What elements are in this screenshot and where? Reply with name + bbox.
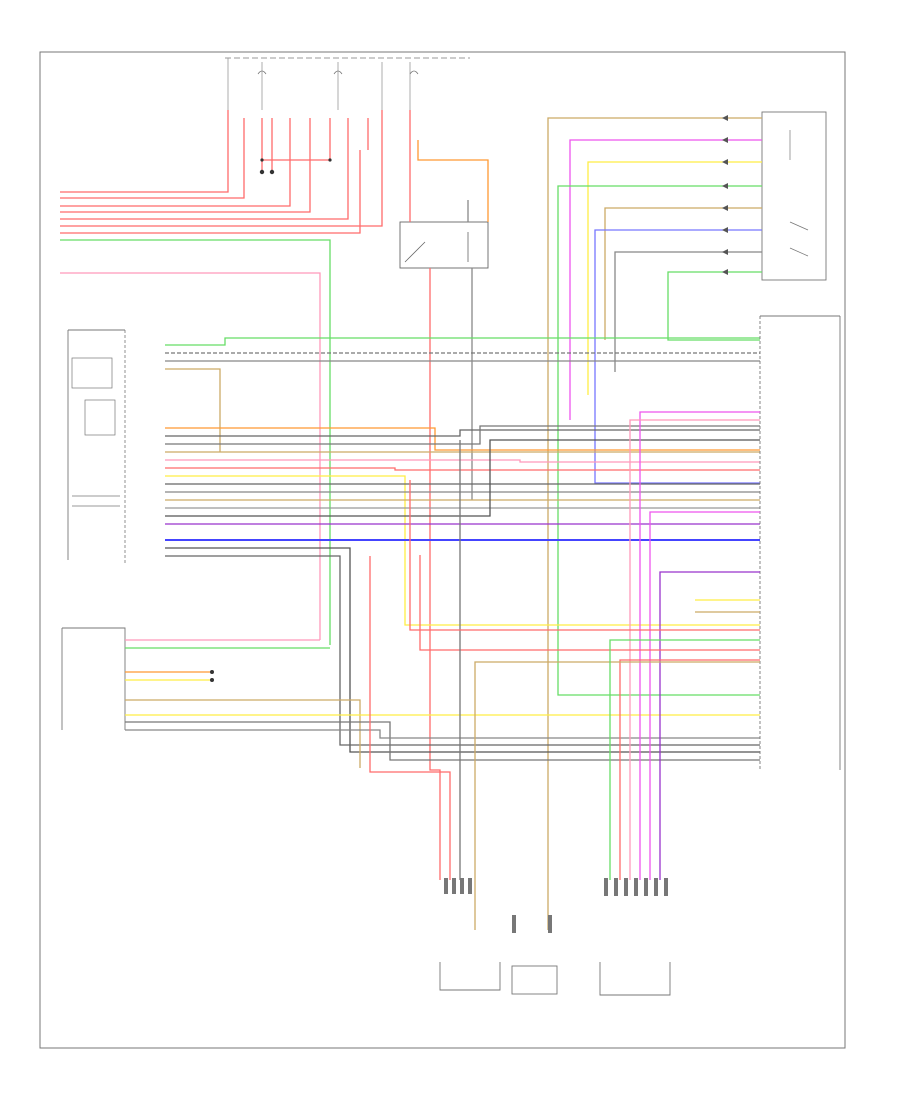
connector-bottom-right xyxy=(599,878,671,996)
wire-tan-rm7 xyxy=(474,661,760,930)
wire-yellow-lm11 xyxy=(165,475,760,626)
fuse-box-top xyxy=(225,57,470,110)
wire-gray-lm19 xyxy=(165,547,760,753)
wire-red-relay-out xyxy=(429,268,441,880)
wire-tan-sensor-2 xyxy=(604,207,762,340)
wire-gray-lm16 xyxy=(165,439,760,517)
module-left xyxy=(67,329,126,565)
wire-magenta-sensor xyxy=(569,139,762,420)
module-right xyxy=(759,315,841,770)
red-supply-wires xyxy=(60,110,383,234)
wire-red-rm5 xyxy=(419,555,760,651)
wire-gray-lm20 xyxy=(165,555,760,746)
splice-points xyxy=(259,158,332,175)
diagram-border xyxy=(39,51,846,1049)
wire-gray-ll8 xyxy=(125,729,760,739)
wire-gray-ll7 xyxy=(125,721,760,761)
wire-green-top xyxy=(60,239,331,645)
sensor-pin-arrows xyxy=(722,115,728,275)
relay-top-center xyxy=(399,221,489,269)
wire-red-rm6 xyxy=(619,659,760,880)
wire-green-sensor-3 xyxy=(667,271,762,341)
wire-gray-lm6 xyxy=(165,429,760,437)
wire-blue-sensor xyxy=(594,229,762,484)
wire-pink-rm2 xyxy=(629,419,760,880)
wire-yellow-sensor xyxy=(587,161,762,395)
wire-pink-lm9 xyxy=(165,459,760,463)
connector-bottom-center xyxy=(511,915,558,995)
wire-magenta-rm1 xyxy=(639,411,760,880)
wire-pink-top xyxy=(60,272,321,640)
connector-bottom-left xyxy=(439,878,501,991)
wire-orange-lm5 xyxy=(165,427,760,451)
sensor-top-right xyxy=(761,111,827,281)
wire-red-ll9 xyxy=(369,556,451,880)
module-left-lower xyxy=(61,627,126,730)
wire-green-lm1 xyxy=(165,337,760,346)
wire-magenta-rm3 xyxy=(649,511,760,880)
wire-tan-lm4 xyxy=(165,368,221,452)
wire-tan-ll5 xyxy=(125,699,361,768)
wire-orange-relay xyxy=(417,140,489,222)
wire-gray-sensor xyxy=(614,251,762,372)
splice-points-lower xyxy=(210,670,214,682)
wire-red-lm10 xyxy=(165,467,760,471)
wire-tan-sensor xyxy=(547,117,762,930)
wire-red-rm10 xyxy=(409,480,760,631)
wire-purple-rm4 xyxy=(659,571,760,880)
wire-green-rm8 xyxy=(609,639,760,880)
wire-gray-lm7 xyxy=(165,425,760,445)
